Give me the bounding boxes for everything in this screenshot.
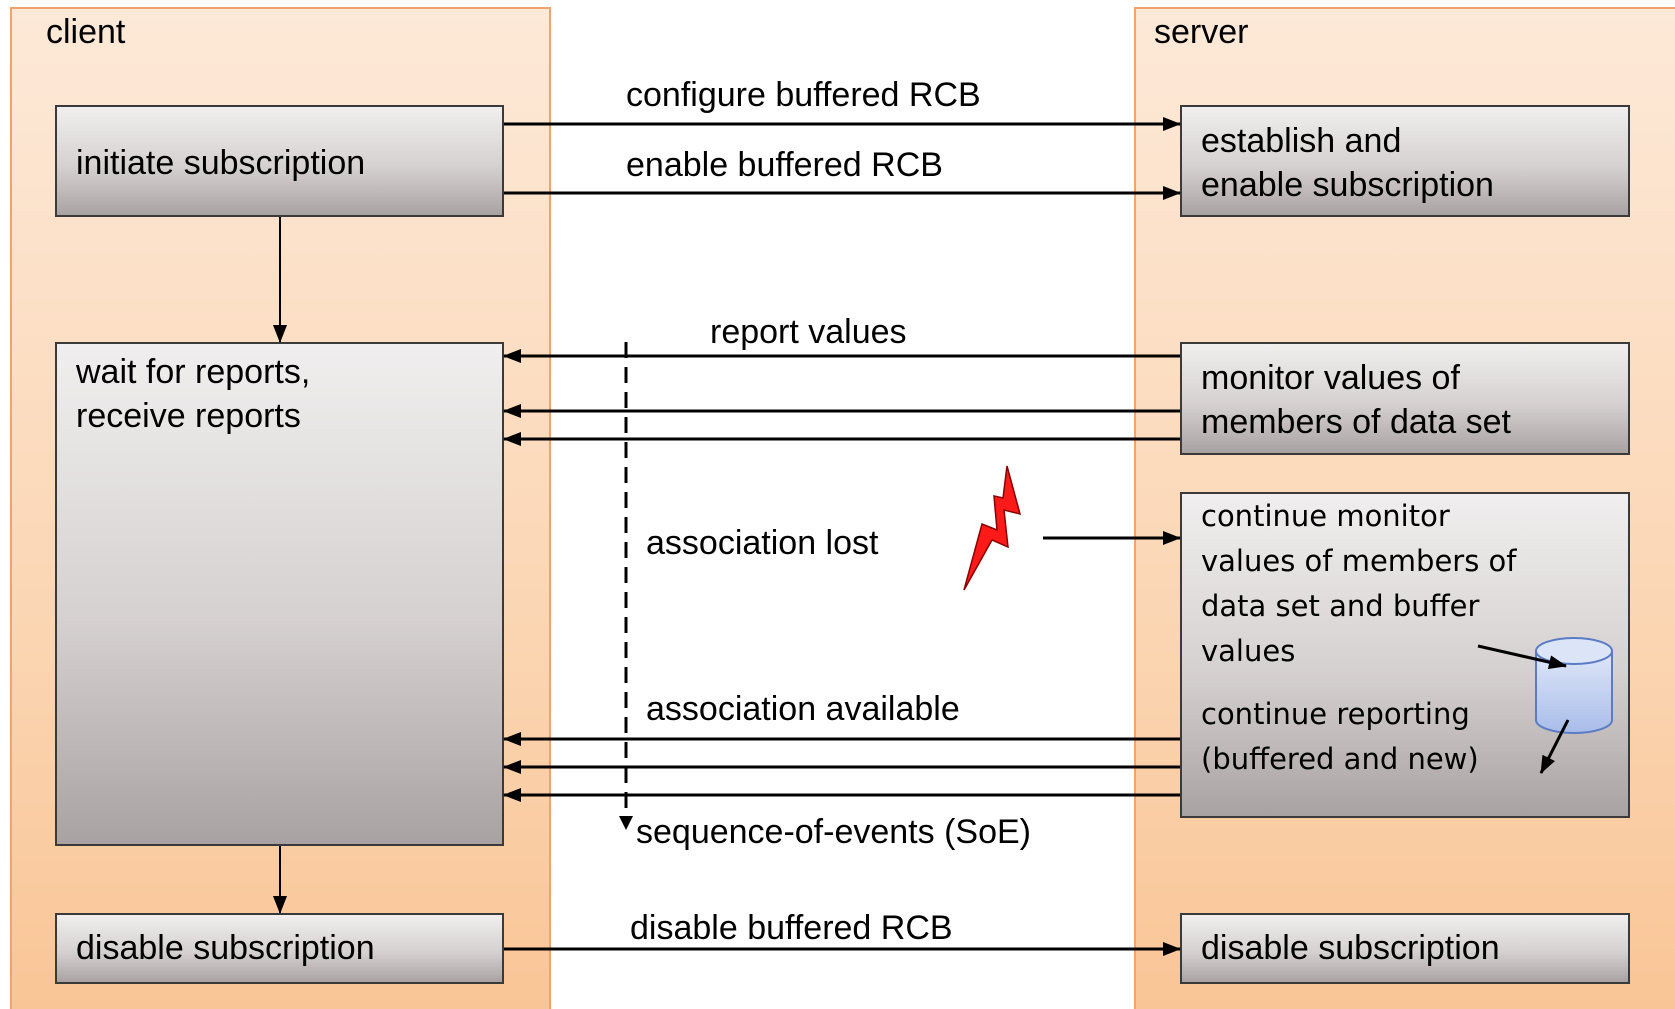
soe-timeline-head [619,816,633,830]
continue-reporting-line2: (buffered and new) [1201,742,1479,776]
report-values-label: report values [710,313,907,351]
monitor-label-line1: monitor values of [1201,359,1460,397]
continue-monitor-line2: values of members of [1201,544,1517,578]
association-lost-label: association lost [646,524,879,562]
continue-monitor-line4: values [1201,634,1296,668]
disable-rcb-label: disable buffered RCB [630,909,953,947]
buffer-out-arrow [1539,719,1570,774]
client-lane-title: client [46,13,126,51]
wait-label-line1: wait for reports, [76,353,311,391]
monitor-label-line2: members of data set [1201,403,1511,441]
client-disable-subscription-box: disable subscription [55,913,504,984]
establish-label-line1: establish and [1201,122,1402,160]
client-disable-label: disable subscription [76,929,375,967]
continue-monitor-line1: continue monitor [1201,499,1450,533]
continue-reporting-line1: continue reporting [1201,697,1470,731]
establish-subscription-box: establish and enable subscription [1180,105,1630,217]
soe-label: sequence-of-events (SoE) [636,813,1031,851]
association-available-label: association available [646,690,960,728]
database-cylinder-icon [1535,637,1613,734]
configure-rcb-label: configure buffered RCB [626,76,981,114]
buffer-in-arrow [1477,644,1567,670]
enable-rcb-label: enable buffered RCB [626,146,943,184]
initiate-subscription-label: initiate subscription [76,144,366,182]
server-disable-subscription-box: disable subscription [1180,913,1630,984]
initiate-subscription-box: initiate subscription [55,105,504,217]
server-disable-label: disable subscription [1201,929,1500,967]
wait-label-line2: receive reports [76,397,301,435]
wait-receive-reports-box: wait for reports, receive reports [55,342,504,846]
server-lane-title: server [1154,13,1249,51]
monitor-values-box: monitor values of members of data set [1180,342,1630,455]
establish-label-line2: enable subscription [1201,166,1494,204]
lightning-icon [963,465,1022,591]
continue-monitor-line3: data set and buffer [1201,589,1480,623]
